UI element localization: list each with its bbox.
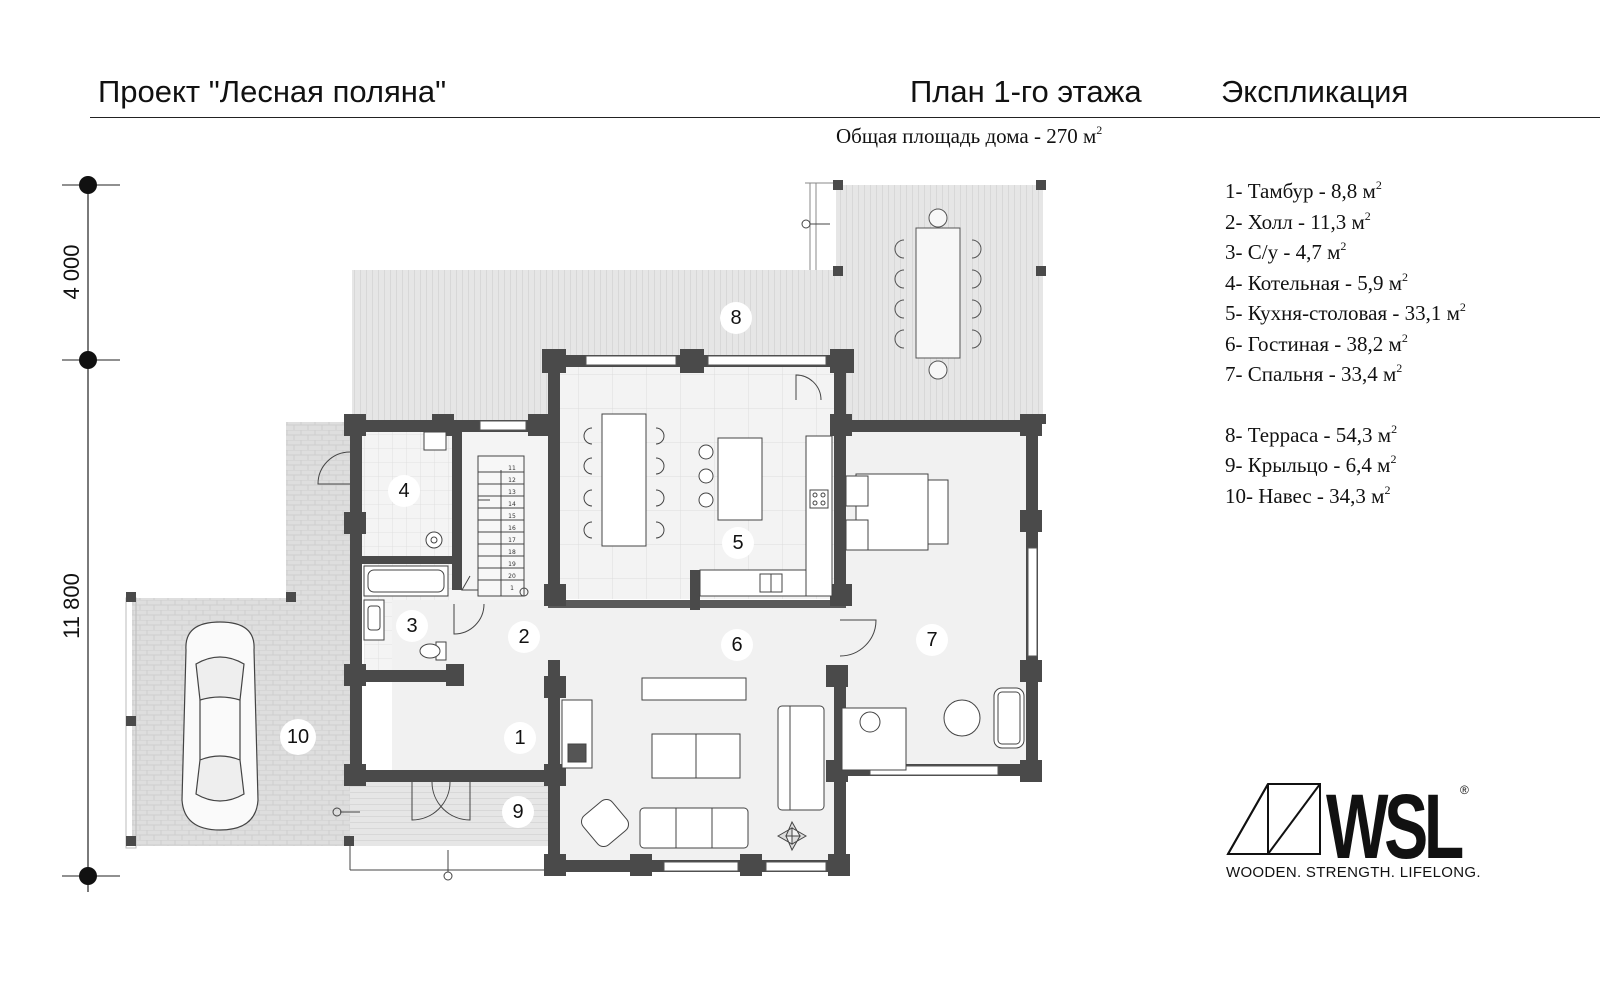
legend-item-8: 8- Терраса - 54,3 м2	[1225, 420, 1466, 451]
bathroom-fixtures	[363, 565, 449, 661]
header-divider	[90, 117, 1600, 118]
room-number: 6	[731, 634, 742, 656]
unit-sup: 2	[1375, 178, 1382, 192]
registered-mark: ®	[1460, 783, 1469, 797]
legend-item-text: 4- Котельная - 5,9 м	[1225, 270, 1402, 295]
logo-house-icon	[1226, 783, 1321, 855]
legend-item-text: 5- Кухня-столовая - 33,1 м	[1225, 301, 1460, 325]
bedroom-furniture	[841, 473, 1025, 771]
legend-item-text: 2- Холл - 11,3 м	[1225, 209, 1365, 234]
unit-sup: 2	[1401, 269, 1408, 284]
unit-sup: 2	[1396, 361, 1403, 375]
legend-item-5: 5- Кухня-столовая - 33,1 м2	[1225, 298, 1466, 329]
stair-step-label: 12	[508, 477, 516, 484]
room-number: 8	[730, 307, 741, 329]
unit-sup: 2	[1390, 452, 1397, 466]
dimension-label-main: 11 800	[59, 573, 84, 639]
room-number: 5	[732, 532, 743, 554]
stair-step-label: 11	[508, 465, 516, 472]
unit-sup: 2	[1401, 330, 1408, 345]
room-number: 10	[287, 726, 309, 748]
unit-sup: 2	[1459, 300, 1466, 314]
project-title: Проект "Лесная поляна"	[98, 74, 447, 109]
room-markers: 4 3 2 1 8 5 6 7 9 10	[280, 302, 948, 828]
stair-step-label: 16	[508, 525, 516, 532]
legend-item-3: 3- С/у - 4,7 м2	[1225, 237, 1466, 268]
explication-list: 1- Тамбур - 8,8 м2 2- Холл - 11,3 м2 3- …	[1225, 176, 1466, 511]
unit-sup: 2	[1384, 482, 1391, 497]
windows	[479, 355, 1038, 872]
legend-item-1: 1- Тамбур - 8,8 м2	[1225, 176, 1466, 207]
stair-step-label: 19	[508, 561, 516, 568]
stair-step-labels: 11 12 13 14 15 16 17 18 19 20 1	[508, 465, 516, 592]
legend-item-2: 2- Холл - 11,3 м2	[1225, 207, 1466, 238]
logo-wordmark: WSL	[1326, 776, 1463, 878]
stair-step-label: 15	[508, 513, 516, 520]
room-number: 7	[926, 629, 937, 651]
stair-step-label: 14	[508, 501, 516, 508]
dimension-label-top: 4 000	[59, 244, 84, 299]
wsl-logo: WSL ®	[1226, 776, 1469, 878]
plan-title: План 1-го этажа	[910, 74, 1142, 109]
dimension-line: 4 000 11 800	[59, 176, 120, 892]
explication-title: Экспликация	[1221, 74, 1409, 109]
room-number: 9	[512, 801, 523, 823]
legend-item-text: 6- Гостиная - 38,2 м	[1225, 331, 1402, 356]
car-icon	[181, 621, 259, 831]
total-area: Общая площадь дома - 270 м2	[836, 124, 1102, 149]
legend-item-9: 9- Крыльцо - 6,4 м2	[1225, 450, 1466, 481]
unit-sup: 2	[1340, 239, 1347, 253]
unit-sup: 2	[1391, 421, 1398, 436]
legend-item-7: 7- Спальня - 33,4 м2	[1225, 359, 1466, 390]
stair-step-label: 17	[508, 537, 516, 544]
room-number: 4	[398, 480, 409, 502]
living-room-furniture	[561, 677, 825, 852]
staircase	[461, 455, 529, 597]
room-number: 1	[514, 727, 525, 749]
stair-step-label: 20	[508, 573, 516, 580]
doors	[317, 374, 877, 821]
terrace-dining-set	[894, 208, 982, 380]
stair-step-label: 1	[510, 585, 514, 592]
legend-item-text: 10- Навес - 34,3 м	[1225, 483, 1385, 508]
logo-tagline: WOODEN. STRENGTH. LIFELONG.	[1226, 864, 1481, 881]
stair-step-label: 13	[508, 489, 516, 496]
stair-step-label: 18	[508, 549, 516, 556]
total-area-unit-sup: 2	[1096, 123, 1103, 137]
legend-item-text: 3- С/у - 4,7 м	[1225, 240, 1341, 264]
unit-sup: 2	[1364, 208, 1371, 223]
legend-item-4: 4- Котельная - 5,9 м2	[1225, 268, 1466, 299]
legend-item-10: 10- Навес - 34,3 м2	[1225, 481, 1466, 512]
room-number: 3	[406, 615, 417, 637]
legend-item-text: 8- Терраса - 54,3 м	[1225, 422, 1392, 447]
legend-item-text: 1- Тамбур - 8,8 м	[1225, 179, 1376, 203]
room-number: 2	[518, 626, 529, 648]
total-area-text: Общая площадь дома - 270 м	[836, 124, 1097, 148]
kitchen-furniture	[583, 413, 833, 597]
legend-item-text: 7- Спальня - 33,4 м	[1225, 362, 1397, 386]
boiler-fixtures	[423, 431, 447, 549]
legend-item-text: 9- Крыльцо - 6,4 м	[1225, 453, 1391, 477]
legend-item-6: 6- Гостиная - 38,2 м2	[1225, 329, 1466, 360]
